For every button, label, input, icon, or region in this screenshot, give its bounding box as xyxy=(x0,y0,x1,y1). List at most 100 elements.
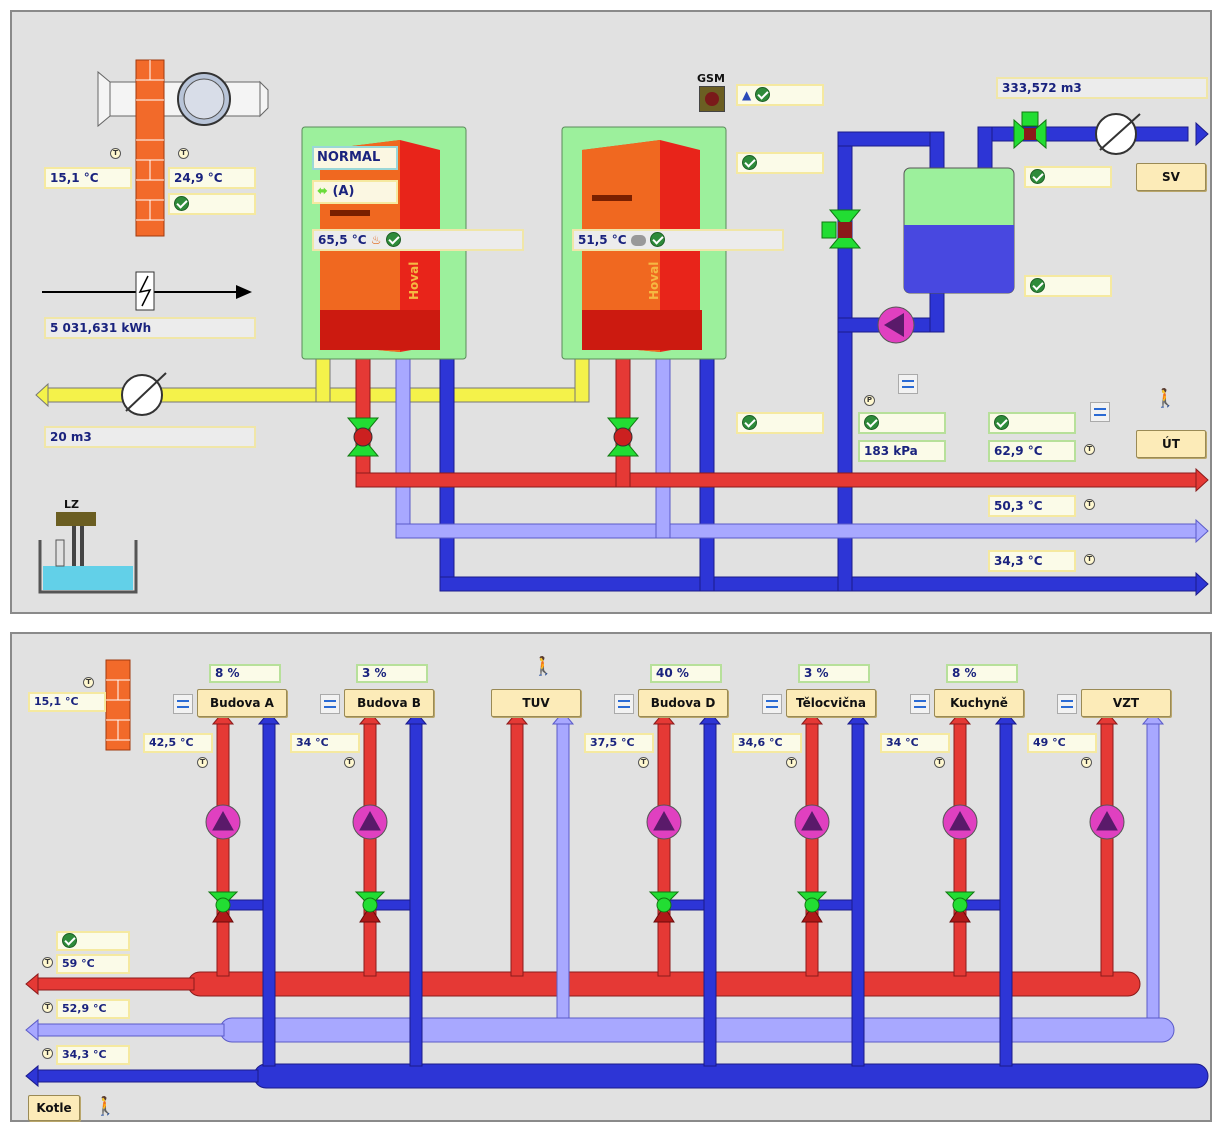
circuit-supply-riser xyxy=(953,721,967,977)
status-ok-icon xyxy=(174,196,189,211)
lz-label: LZ xyxy=(64,498,79,511)
circuit-button[interactable]: Budova B xyxy=(344,689,434,717)
circuit-return-riser xyxy=(556,721,570,1019)
pump-arrow-icon xyxy=(801,810,823,831)
pump-arrow-icon xyxy=(359,810,381,831)
boiler2-temp-box: 51,5 °C xyxy=(572,229,784,251)
circuit-settings-icon[interactable] xyxy=(614,694,634,714)
pressure-settings-icon[interactable] xyxy=(898,374,918,394)
pump-arrow-icon xyxy=(653,810,675,831)
arrow-up-icon xyxy=(846,711,870,725)
return-light-header xyxy=(25,1017,1175,1043)
circuit-return-riser xyxy=(1146,721,1160,1019)
return-dark-sensor-icon: T xyxy=(1084,554,1095,565)
circuit-temp-sensor-icon: T xyxy=(344,757,355,768)
arrow-up-icon xyxy=(211,711,235,725)
arrow-up-icon xyxy=(1141,711,1165,725)
circuit-return-riser xyxy=(851,721,865,1067)
status-ok-icon xyxy=(994,415,1009,430)
valve-body-icon xyxy=(362,897,378,913)
header-status xyxy=(56,931,130,951)
kotle-button[interactable]: Kotle xyxy=(28,1095,80,1121)
stop-icon xyxy=(630,235,646,246)
outside-temp-sensor-icon: T xyxy=(83,677,94,688)
boiler1-mode[interactable]: NORMAL xyxy=(312,146,398,170)
valve-lower-icon xyxy=(653,905,675,923)
arrow-up-icon xyxy=(358,711,382,725)
valve-body-icon xyxy=(804,897,820,913)
warning-icon: ▲ xyxy=(742,88,752,102)
drain-pit-icon xyxy=(38,512,138,594)
chimney-bricks-bottom xyxy=(105,659,131,751)
water-volume-reading: 333,572 m3 xyxy=(996,77,1208,99)
header-supply-temp: 59 °C xyxy=(56,954,130,974)
return-light-sensor-icon: T xyxy=(1084,499,1095,510)
gsm-label: GSM xyxy=(697,72,725,85)
arrow-both-icon: ⬌ xyxy=(317,184,328,199)
outside-temp: 15,1 °C xyxy=(28,692,106,712)
circuit-button[interactable]: Kuchyně xyxy=(934,689,1024,717)
gsm-led-icon xyxy=(705,92,719,106)
bypass-pipe xyxy=(817,899,853,911)
sv-button[interactable]: SV xyxy=(1136,163,1206,191)
return-dark-header xyxy=(25,1063,1209,1089)
circuit-supply-temp: 34 °C xyxy=(880,733,950,753)
circuit-settings-icon[interactable] xyxy=(173,694,193,714)
boiler2-pump-icon xyxy=(606,417,640,457)
chimney-status xyxy=(168,193,256,215)
circuit-supply-riser xyxy=(1100,721,1114,977)
pressure-sensor-icon: P xyxy=(864,395,875,406)
arrow-up-icon xyxy=(948,711,972,725)
circuit-temp-sensor-icon: T xyxy=(638,757,649,768)
arrow-up-icon xyxy=(652,711,676,725)
circuit-return-riser xyxy=(262,721,276,1067)
circuit-button[interactable]: Budova A xyxy=(197,689,287,717)
circuit-risers xyxy=(205,711,1165,1067)
bypass-pipe xyxy=(228,899,264,911)
circuit-temp-sensor-icon: T xyxy=(197,757,208,768)
status-ok-icon xyxy=(1030,278,1045,293)
gsm-status: ▲ xyxy=(736,84,824,106)
boiler1-auto-mode[interactable]: ⬌ (A) xyxy=(312,180,398,204)
boiler1-pump-icon xyxy=(346,417,380,457)
tank-status-bottom xyxy=(1024,275,1112,297)
circuit-supply-temp: 37,5 °C xyxy=(584,733,654,753)
arrow-up-icon xyxy=(505,711,529,725)
circuit-button[interactable]: Budova D xyxy=(638,689,728,717)
header-return-light-temp: 52,9 °C xyxy=(56,999,130,1019)
circuit-button[interactable]: VZT xyxy=(1081,689,1171,717)
circuit-button[interactable]: Tělocvična xyxy=(786,689,876,717)
circuit-settings-icon[interactable] xyxy=(910,694,930,714)
circuit-settings-icon[interactable] xyxy=(762,694,782,714)
boiler2-brand: Hoval xyxy=(647,262,661,300)
circuit-valve-percent: 40 % xyxy=(650,664,722,683)
valve-lower-icon xyxy=(212,905,234,923)
supply-settings-icon[interactable] xyxy=(1090,402,1110,422)
walking-person-icon[interactable]: 🚶 xyxy=(1154,388,1177,409)
circuit-button[interactable]: TUV xyxy=(491,689,581,717)
boiler1-temp-box: 65,5 °C ♨ xyxy=(312,229,524,251)
valve-body-icon xyxy=(952,897,968,913)
supply-temp: 62,9 °C xyxy=(988,440,1076,462)
walking-person-icon[interactable]: 🚶 xyxy=(532,656,555,677)
status-ok-icon xyxy=(62,933,77,948)
gsm-module[interactable] xyxy=(699,86,725,112)
circuit-supply-temp: 49 °C xyxy=(1027,733,1097,753)
chimney-bricks-top xyxy=(135,59,165,237)
status-ok-icon xyxy=(742,415,757,430)
energy-reading: 5 031,631 kWh xyxy=(44,317,256,339)
boiler1-brand: Hoval xyxy=(407,262,421,300)
ut-button[interactable]: ÚT xyxy=(1136,430,1206,458)
circuit-settings-icon[interactable] xyxy=(320,694,340,714)
valve-lower-icon xyxy=(949,905,971,923)
chimney-temp-sensor-left-icon: T xyxy=(110,148,121,159)
header-return-dark-temp: 34,3 °C xyxy=(56,1045,130,1065)
status-ok-icon xyxy=(755,87,771,102)
return-dark-header-sensor-icon: T xyxy=(42,1048,53,1059)
chimney-temp-sensor-right-icon: T xyxy=(178,148,189,159)
return-light-header-sensor-icon: T xyxy=(42,1002,53,1013)
walking-person-icon[interactable]: 🚶 xyxy=(94,1096,117,1117)
circuit-settings-icon[interactable] xyxy=(1057,694,1077,714)
water-valve-icon xyxy=(1013,111,1047,150)
circuit-return-riser xyxy=(703,721,717,1067)
